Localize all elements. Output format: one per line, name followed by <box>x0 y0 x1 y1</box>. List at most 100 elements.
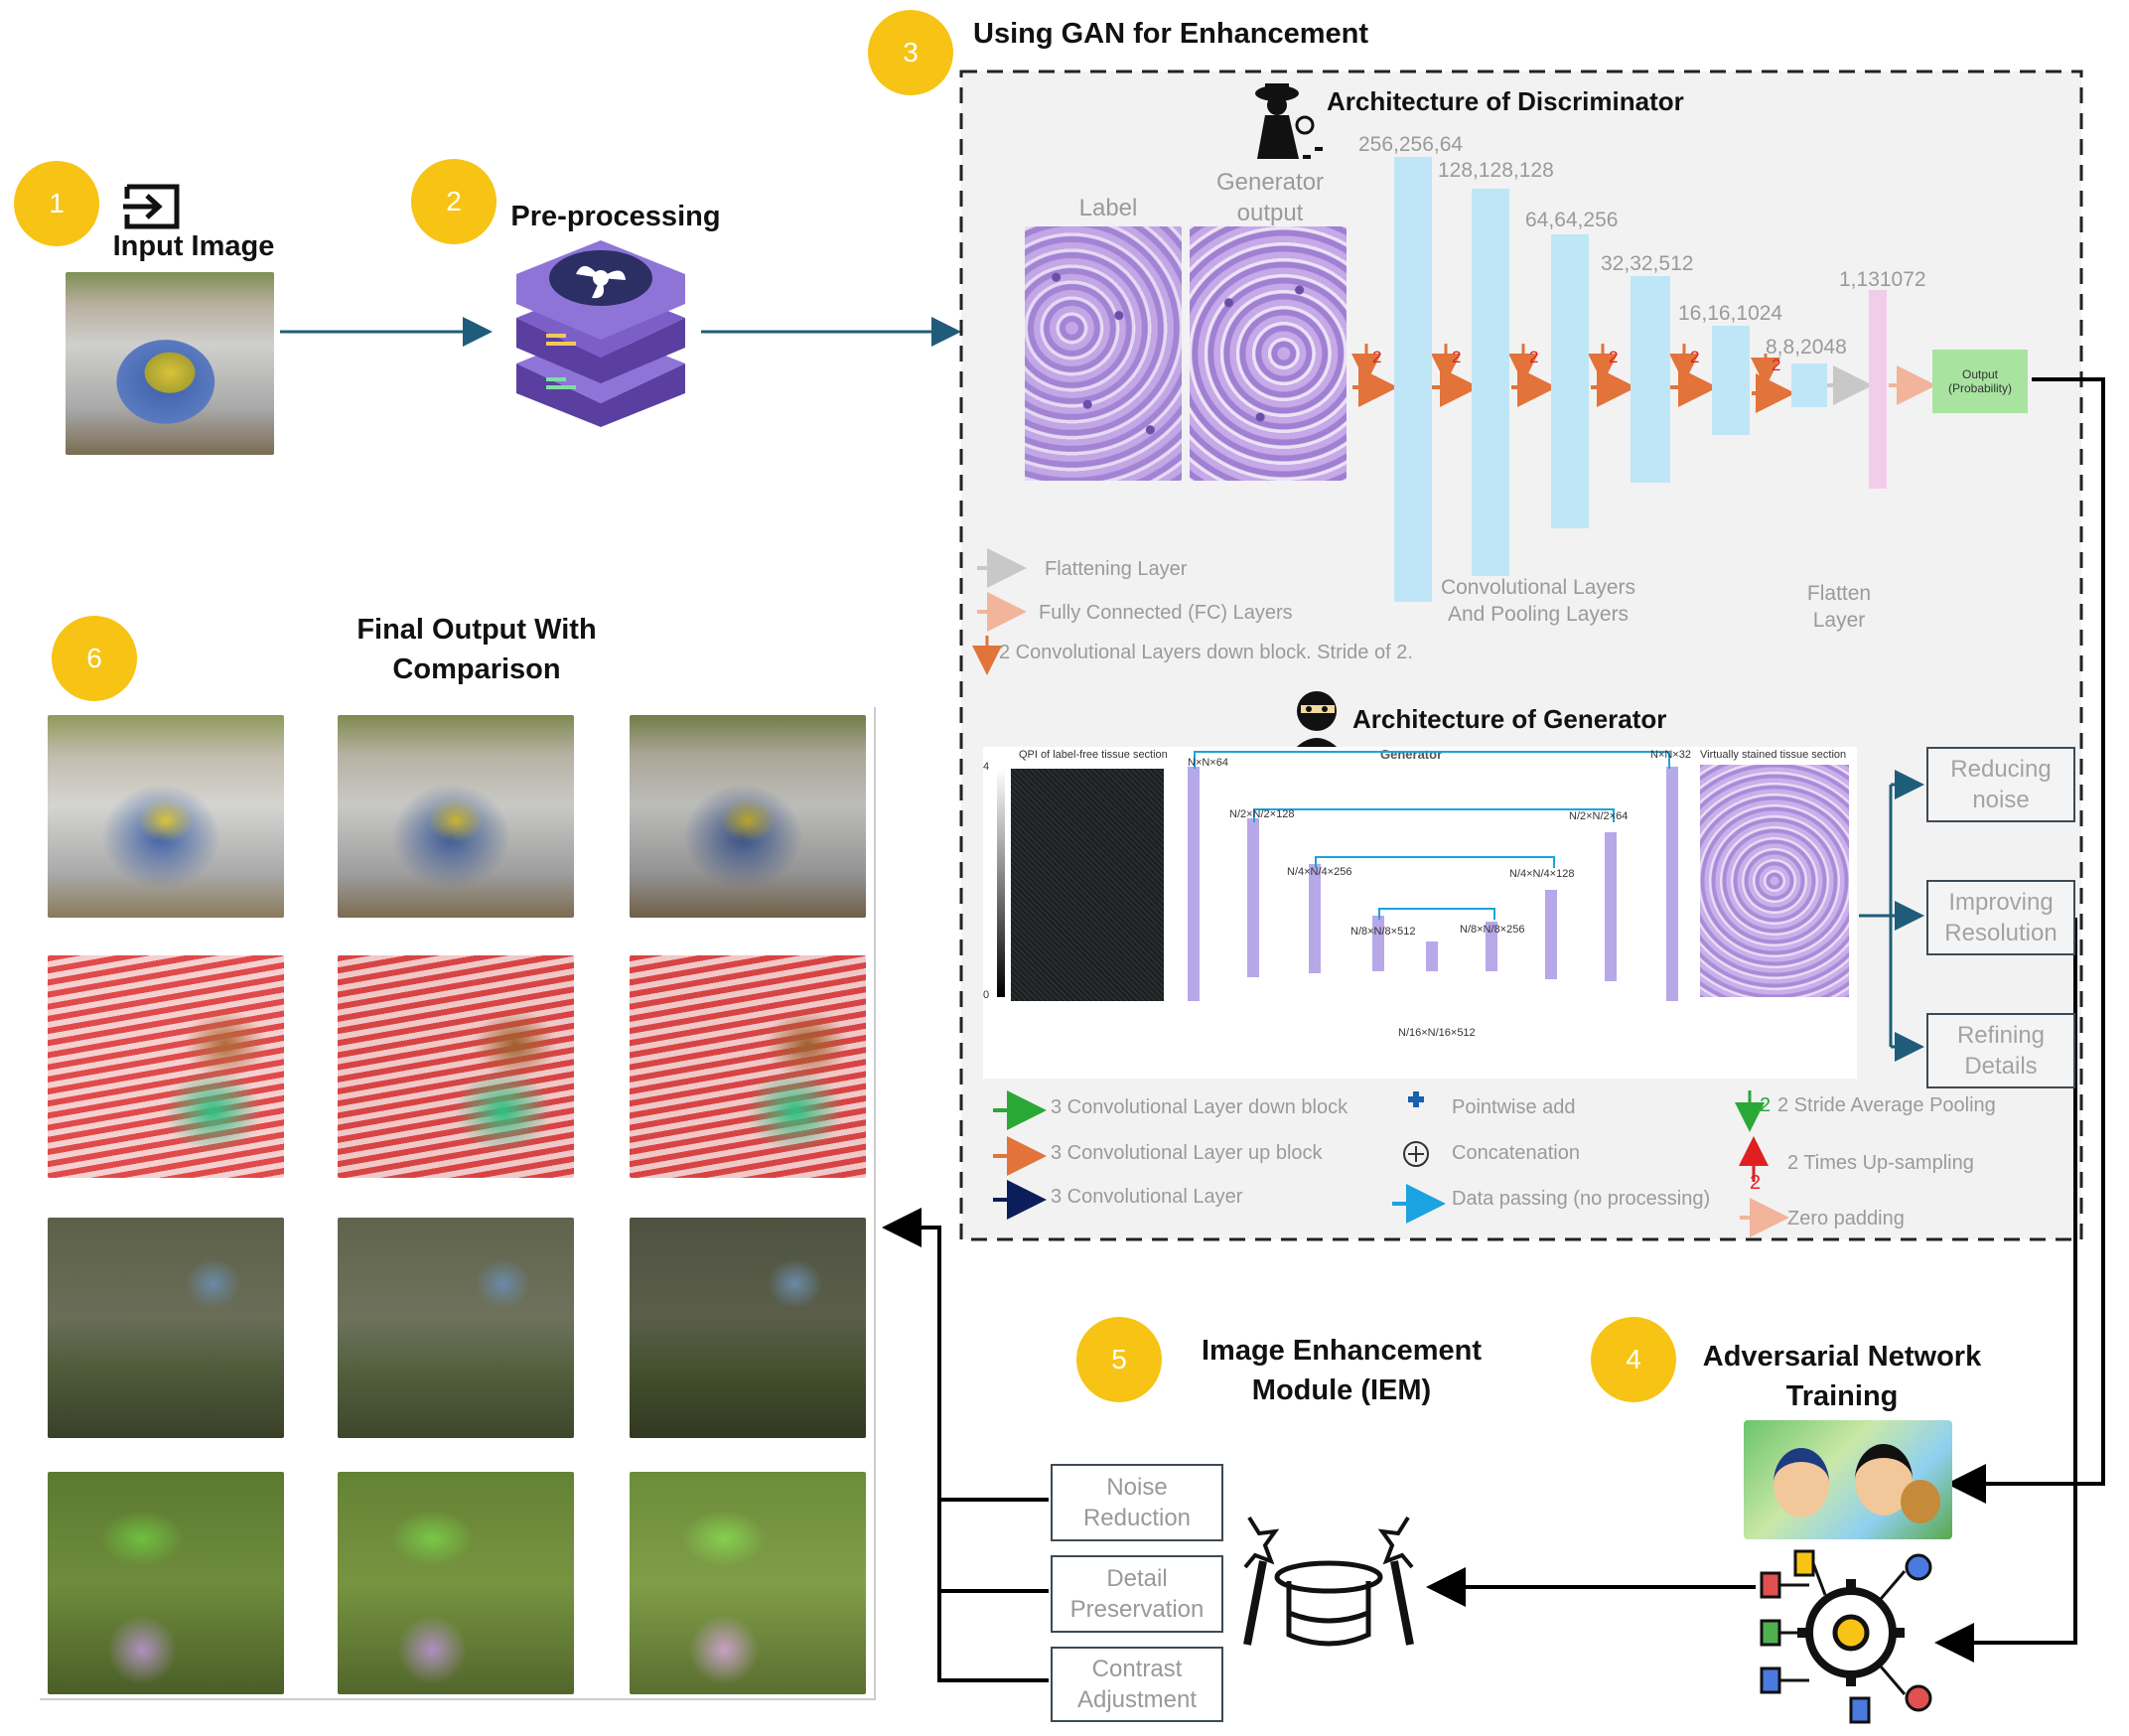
reducing-noise-box: Reducing noise <box>1926 747 2075 822</box>
disc-arrows <box>1351 344 1936 413</box>
dim-3: 64,64,256 <box>1525 209 1619 231</box>
legend-data-passing: Data passing (no processing) <box>1452 1188 1711 1210</box>
unet-block <box>1372 916 1384 971</box>
result-image <box>48 955 284 1178</box>
flatten-block <box>1869 290 1887 489</box>
skip-connection <box>1315 856 1555 868</box>
gen-dim-6: N/8×N/8×256 <box>1460 924 1525 936</box>
gen-dim-3: N/4×N/4×256 <box>1287 866 1352 878</box>
dim-2: 128,128,128 <box>1438 159 1554 182</box>
label-tissue-image <box>1025 226 1182 481</box>
cop-and-robber-illustration <box>1744 1420 1952 1539</box>
result-image <box>338 1218 574 1438</box>
input-image <box>66 272 274 455</box>
conv-block-5 <box>1712 326 1750 435</box>
dim-5: 16,16,1024 <box>1678 302 1783 325</box>
unet-block <box>1309 864 1321 973</box>
stride-mark-5: 2 <box>1690 348 1700 366</box>
result-image <box>48 1218 284 1438</box>
dim-7: 1,131072 <box>1839 268 1926 291</box>
conv-block-1 <box>1394 157 1432 602</box>
conv-layers-caption: Convolutional Layers And Pooling Layers <box>1440 576 1636 626</box>
generator-panel-heading: Generator <box>1380 747 1443 762</box>
refining-details-box: Refining Details <box>1926 1013 2075 1088</box>
step-2-badge: 2 <box>411 159 497 244</box>
label-caption: Label <box>1078 195 1138 221</box>
gen-dim-7: N/4×N/4×128 <box>1509 868 1575 880</box>
legend-upsampling: 2 Times Up-sampling <box>1787 1152 1974 1174</box>
arrow-iem-to-output <box>882 1208 941 1500</box>
result-image <box>48 715 284 918</box>
stride-mark-4: 2 <box>1609 348 1619 366</box>
network-gear-icon <box>1760 1549 1932 1724</box>
unet-block <box>1426 941 1438 971</box>
legend-flattening: Flattening Layer <box>1045 558 1188 580</box>
stride-mark-3: 2 <box>1529 348 1539 366</box>
gen-dim-9: N×N×32 <box>1650 749 1691 761</box>
magic-hat-icon <box>1243 1516 1414 1647</box>
preprocessing-label: Pre-processing <box>510 201 721 232</box>
qpi-input-image <box>1011 769 1164 1001</box>
unet-block <box>1486 922 1497 971</box>
detective-icon <box>1255 83 1323 159</box>
gan-title: Using GAN for Enhancement <box>973 18 1368 50</box>
result-image <box>338 715 574 918</box>
result-image <box>338 955 574 1178</box>
skip-connection <box>1378 908 1495 920</box>
result-image <box>48 1472 284 1694</box>
comparison-grid <box>40 707 876 1700</box>
result-image <box>630 715 866 918</box>
gen-dim-2: N/2×N/2×128 <box>1229 808 1295 820</box>
detail-preservation-box: Detail Preservation <box>1051 1555 1223 1633</box>
conv-block-4 <box>1631 276 1670 483</box>
conv-block-6 <box>1791 363 1827 407</box>
gen-dim-5: N/16×N/16×512 <box>1398 1027 1476 1039</box>
scale-bottom: 0 <box>983 989 990 1001</box>
stride-mark-1: 2 <box>1372 348 1382 366</box>
conv-block-2 <box>1472 189 1509 576</box>
legend-green: 3 Convolutional Layer down block <box>1051 1096 1348 1118</box>
step-4-badge: 4 <box>1591 1317 1676 1402</box>
virtual-stain-caption: Virtually stained tissue section <box>1700 749 1847 761</box>
qpi-caption: QPI of label-free tissue section <box>1019 749 1168 761</box>
improving-resolution-box: Improving Resolution <box>1926 880 2075 955</box>
unet-block <box>1188 767 1200 1001</box>
output-probability-box: Output (Probability) <box>1932 350 2028 413</box>
dim-6: 8,8,2048 <box>1766 336 1847 359</box>
result-image <box>630 955 866 1178</box>
iem-label: Image Enhancement Module (IEM) <box>1201 1335 1483 1406</box>
gen-dim-8: N/2×N/2×64 <box>1569 810 1629 822</box>
server-icon <box>516 240 685 427</box>
conv-block-3 <box>1551 234 1589 528</box>
unet-block <box>1605 832 1617 981</box>
unet-block <box>1247 818 1259 977</box>
result-image <box>338 1472 574 1694</box>
step-3-badge: 3 <box>868 10 953 95</box>
gen-dim-4: N/8×N/8×512 <box>1350 926 1416 938</box>
unet-block <box>1666 767 1678 1001</box>
skip-connection <box>1253 808 1615 822</box>
step-5-badge: 5 <box>1076 1317 1162 1402</box>
adversarial-training-label: Adversarial Network Training <box>1702 1341 1982 1412</box>
result-image <box>630 1218 866 1438</box>
dim-1: 256,256,64 <box>1358 133 1464 156</box>
generator-output-tissue-image <box>1190 226 1347 481</box>
input-image-label: Input Image <box>112 230 275 262</box>
dim-4: 32,32,512 <box>1601 252 1694 275</box>
thief-icon <box>1285 691 1354 753</box>
arrow-disc-to-training <box>1946 377 2105 1504</box>
step-1-badge: 1 <box>14 161 99 246</box>
legend-pooling: 2 Stride Average Pooling <box>1777 1094 1996 1116</box>
step-6-badge: 6 <box>52 616 137 701</box>
generator-output-caption: Generator output <box>1215 169 1325 226</box>
input-icon <box>123 184 180 229</box>
virtual-stained-image <box>1700 765 1849 997</box>
generator-panel: Generator QPI of label-free tissue secti… <box>983 747 1857 1079</box>
unet-block <box>1545 890 1557 979</box>
result-image <box>630 1472 866 1694</box>
scale-top: 4 <box>983 761 990 773</box>
legend-pointwise-add: Pointwise add <box>1452 1096 1576 1118</box>
legend-concatenation: Concatenation <box>1452 1142 1580 1164</box>
legend-orange: 3 Convolutional Layer up block <box>1051 1142 1323 1164</box>
skip-connection <box>1194 751 1670 769</box>
